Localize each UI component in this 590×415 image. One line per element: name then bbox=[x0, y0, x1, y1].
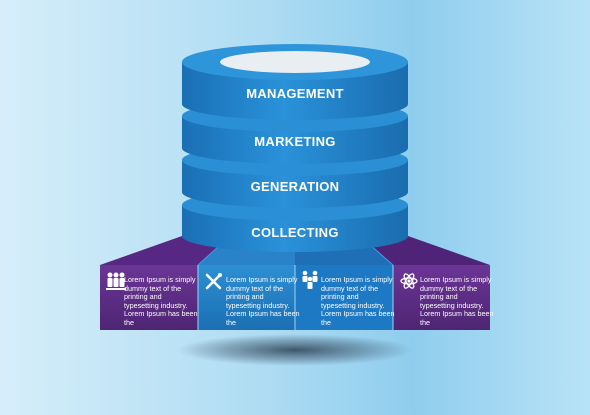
panel-text-4: Lorem Ipsum is simply dummy text of the … bbox=[420, 275, 494, 327]
layer-label-management: MANAGEMENT bbox=[246, 86, 344, 101]
tools-icon bbox=[205, 273, 222, 290]
panel-text-1: Lorem Ipsum is simply dummy text of the … bbox=[124, 275, 198, 327]
disk-management bbox=[182, 44, 408, 120]
panel-text-3: Lorem Ipsum is simply dummy text of the … bbox=[321, 275, 395, 327]
panel-face-3 bbox=[295, 265, 393, 330]
atom-icon bbox=[400, 273, 418, 289]
layer-label-marketing: MARKETING bbox=[254, 134, 336, 149]
layer-label-generation: GENERATION bbox=[250, 179, 340, 194]
floor-shadow bbox=[177, 334, 413, 366]
people-icon bbox=[106, 272, 126, 290]
team-icon bbox=[302, 270, 318, 289]
panel-face-2 bbox=[198, 265, 295, 330]
panel-text-2: Lorem Ipsum is simply dummy text of the … bbox=[226, 275, 300, 327]
layer-label-collecting: COLLECTING bbox=[251, 225, 339, 240]
